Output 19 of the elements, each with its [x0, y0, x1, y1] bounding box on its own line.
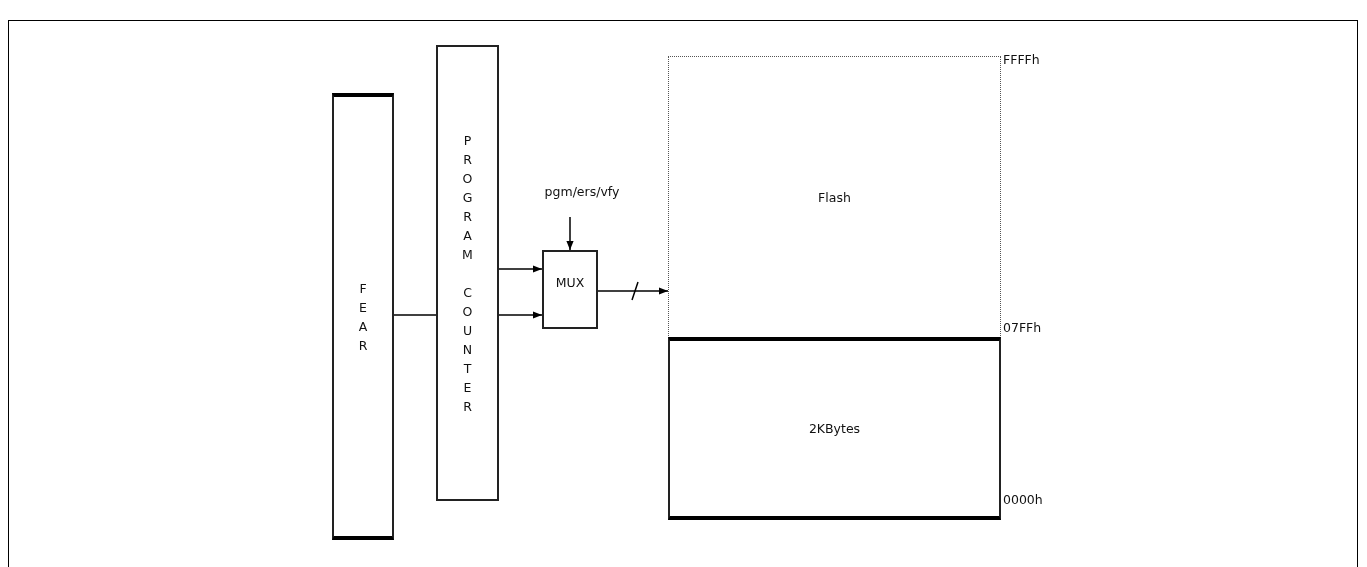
- connector-line: [393, 314, 437, 316]
- vertical-label: PROGRAM COUNTER: [461, 131, 474, 416]
- box-label: MUX: [555, 275, 585, 290]
- box-label: Flash: [818, 189, 851, 205]
- arrow: [498, 265, 543, 273]
- arrow: [566, 216, 574, 251]
- arrow: [597, 281, 669, 301]
- memory-region: [668, 56, 1001, 338]
- register-box: [436, 45, 499, 501]
- memory-region: [668, 337, 1001, 520]
- signal-label: pgm/ers/vfy: [544, 183, 620, 199]
- box-label: 2KBytes: [808, 421, 861, 436]
- arrow: [498, 311, 543, 319]
- address-label: 0000h: [1003, 492, 1043, 507]
- address-label: 07FFh: [1003, 320, 1042, 335]
- vertical-label: FEAR: [357, 279, 369, 355]
- mux-box: [542, 250, 598, 329]
- register-box: [332, 93, 394, 540]
- address-label: FFFFh: [1003, 52, 1040, 67]
